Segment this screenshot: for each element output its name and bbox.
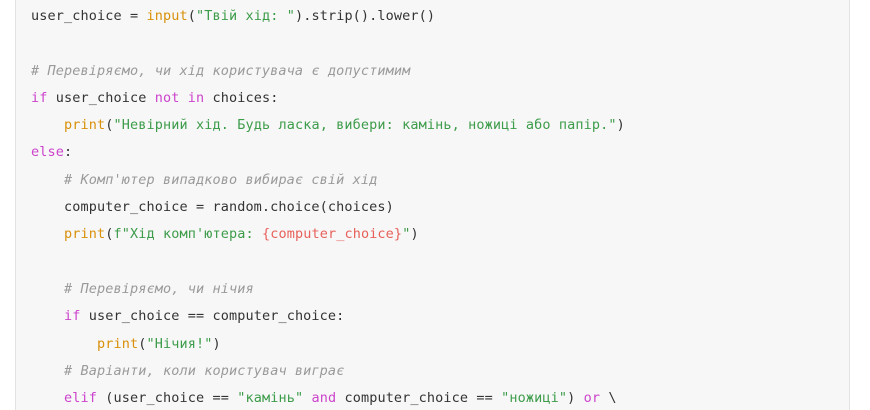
code-token-comment: # Комп'ютер випадково вибирає свій хід <box>64 171 378 188</box>
code-token-plain <box>31 226 64 242</box>
code-token-plain <box>31 117 64 133</box>
code-token-punct: ).strip().lower() <box>294 8 436 24</box>
code-token-str: "Нічия!" <box>146 335 213 352</box>
code-token-kw: not in <box>154 89 205 106</box>
code-token-builtin: input <box>146 8 188 24</box>
code-token-plain: user_choice == computer_choice: <box>80 308 345 325</box>
code-token-interp: {computer_choice} <box>261 226 403 243</box>
code-token-kw: if <box>31 89 48 106</box>
code-line[interactable]: print("Невірний хід. Будь ласка, вибери:… <box>31 112 849 139</box>
code-token-plain: \ <box>600 390 617 407</box>
code-token-plain: (user_choice == <box>97 390 238 407</box>
code-token-plain: computer_choice = random.choice(choices) <box>31 199 394 216</box>
code-token-comment: # Варіанти, коли користувач виграє <box>64 362 345 379</box>
code-line[interactable]: # Варіанти, коли користувач виграє <box>31 358 849 385</box>
code-token-punct: ) <box>212 335 221 352</box>
code-line[interactable]: computer_choice = random.choice(choices) <box>31 194 849 221</box>
code-token-plain <box>31 308 64 324</box>
code-token-builtin: print <box>64 226 106 243</box>
code-line[interactable]: # Комп'ютер випадково вибирає свій хід <box>31 167 849 194</box>
code-token-kw: and <box>311 390 337 407</box>
code-token-plain: ) <box>567 390 584 407</box>
code-line[interactable]: if user_choice == computer_choice: <box>31 303 849 330</box>
code-token-str: "Твій хід: " <box>195 8 295 24</box>
code-line[interactable]: print(f"Хід комп'ютера: {computer_choice… <box>31 221 849 248</box>
code-token-punct: ) <box>410 226 419 243</box>
code-token-kw: elif <box>64 390 97 407</box>
code-token-punct: ) <box>616 117 625 134</box>
code-token-punct: ( <box>138 335 147 352</box>
code-token-comment: # Перевіряємо, чи хід користувача є допу… <box>31 62 411 79</box>
code-token-plain: : <box>64 144 73 161</box>
code-token-punct: ( <box>187 8 196 24</box>
code-token-plain <box>31 390 64 406</box>
code-line[interactable]: print("Нічия!") <box>31 331 849 358</box>
code-token-plain <box>31 281 64 297</box>
code-token-plain <box>31 336 97 352</box>
code-line[interactable] <box>31 249 849 276</box>
code-line[interactable]: elif (user_choice == "камінь" and comput… <box>31 385 849 410</box>
code-line[interactable]: if user_choice not in choices: <box>31 85 849 112</box>
code-line[interactable]: user_choice = input("Твій хід: ").strip(… <box>31 3 849 30</box>
code-line[interactable]: # Перевіряємо, чи хід користувача є допу… <box>31 58 849 85</box>
code-token-plain: user_choice <box>47 89 155 106</box>
code-token-kw: if <box>64 308 81 325</box>
code-token-str: "Невірний хід. Будь ласка, вибери: камін… <box>113 117 617 134</box>
code-token-plain: user_choice = <box>31 8 147 24</box>
code-line[interactable]: else: <box>31 139 849 166</box>
code-token-comment: # Перевіряємо, чи нічия <box>64 280 254 297</box>
code-token-plain <box>31 363 64 379</box>
code-token-kw: else <box>31 144 64 161</box>
code-token-str: " <box>402 226 411 243</box>
code-block[interactable]: user_choice = input("Твій хід: ").strip(… <box>15 0 850 410</box>
code-token-str: "камінь" <box>237 390 304 407</box>
code-token-punct: ( <box>105 117 114 134</box>
code-line[interactable] <box>31 30 849 57</box>
code-token-plain: choices: <box>204 89 279 106</box>
code-listing[interactable]: user_choice = input("Твій хід: ").strip(… <box>31 3 849 410</box>
code-token-punct: ( <box>105 226 114 243</box>
code-token-str: f"Хід комп'ютера: <box>113 226 262 243</box>
code-token-plain <box>31 172 64 188</box>
code-line[interactable]: # Перевіряємо, чи нічия <box>31 276 849 303</box>
code-token-builtin: print <box>96 335 139 352</box>
code-token-builtin: print <box>64 117 106 134</box>
code-token-kw: or <box>583 390 601 407</box>
code-token-plain: computer_choice == <box>336 390 502 407</box>
code-token-str: "ножиці" <box>501 390 568 407</box>
